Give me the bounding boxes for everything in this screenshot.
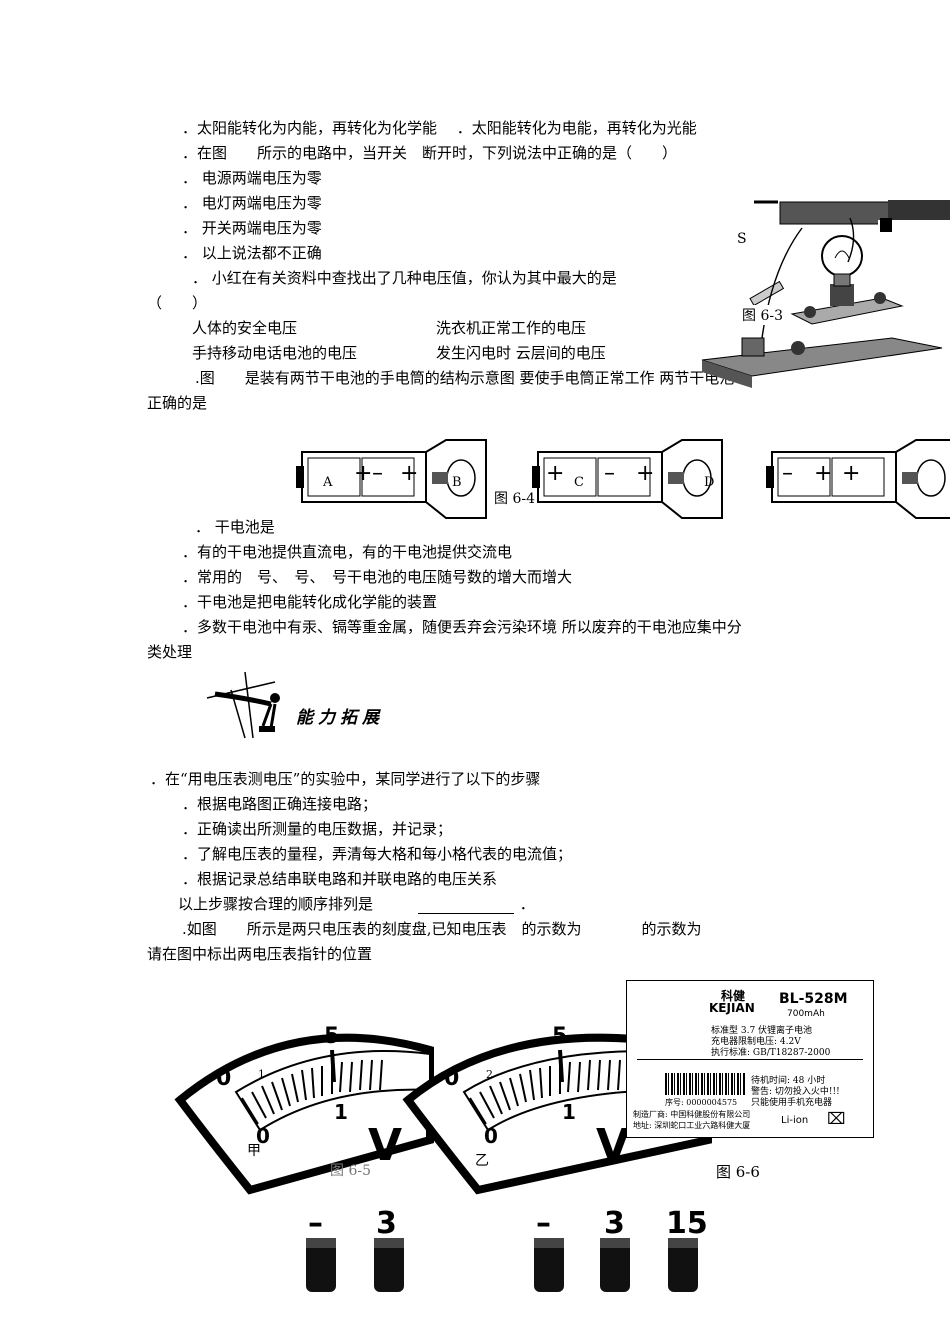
option-line: ．多数干电池中有汞、镉等重金属，随便丢弃会污染环境 所以废弃的干电池应集中分 [182,618,742,636]
question-line: ．在图 所示的电路中，当开关 断开时，下列说法中正确的是（ ） [182,144,678,162]
question-line: ． 小红在有关资料中查找出了几种电压值，你认为其中最大的是 [192,269,617,287]
meter-name-yi: 乙 [475,1153,489,1169]
scale-zero-outer: 0 [444,1066,460,1091]
model: BL-528M [779,991,848,1007]
figure-6-4-caption: 图 6-4 [494,491,535,507]
scale-one: 1 [562,1100,576,1124]
section-heading: 能力拓展 [296,708,384,728]
warning-1: 警告: 切勿投入火中!!! [751,1087,840,1097]
question-line: .图 是装有两节干电池的手电筒的结构示意图 要使手电筒正常工作 两节干电池 [195,369,735,387]
meter-name-jia: 甲 [247,1143,261,1159]
option-line: ． 以上说法都不正确 [182,244,322,262]
svg-text:+: + [636,461,654,486]
terminal-15: 15 [666,1206,708,1241]
battery-type: Li-ion [781,1115,809,1126]
answer-blank[interactable] [417,899,514,914]
step-line: ．正确读出所测量的电压数据，并记录； [182,820,453,838]
option-line: 手持移动电话电池的电压 [192,344,358,362]
recycle-bin-icon: ⌧ [827,1109,846,1128]
svg-text:+: + [842,461,860,486]
figure-6-3-caption: 图 6-3 [742,305,783,325]
option-b-label: B [452,475,462,490]
option-line: ． 电源两端电压为零 [182,169,322,187]
terminal-3: 3 [604,1206,625,1241]
svg-text:+: + [400,461,418,486]
maker-1: 制造厂商: 中国科健股份有限公司 [633,1110,751,1119]
maker-2: 地址: 深圳蛇口工业六路科健大厦 [633,1121,751,1130]
option-line: 人体的安全电压 [192,319,298,337]
svg-text:–: – [372,461,383,486]
spec-line-1: 标准型 3.7 伏锂离子电池 [711,1026,813,1036]
serial-number: 序号: 0000004575 [665,1098,738,1107]
capacity: 700mAh [787,1009,825,1019]
question-line: ． 干电池是 [195,518,275,536]
scale-small-label: 1 [258,1068,265,1081]
option-line: 发生闪电时 云层间的电压 [436,344,606,362]
terminal-negative: – [536,1206,551,1241]
svg-text:–: – [604,461,615,486]
step-line: ．根据电路图正确连接电路； [182,795,378,813]
svg-text:–: – [782,461,793,486]
terminal-negative: – [308,1206,323,1241]
svg-text:+: + [546,461,564,486]
question-line: 以上步骤按合理的顺序排列是 ． [178,894,535,914]
spec-line-3: 执行标准: GB/T18287-2000 [711,1048,831,1058]
spec-line-2: 充电器限制电压: 4.2V [711,1037,801,1047]
option-line: 洗衣机正常工作的电压 [436,319,587,337]
polarity-mark: + [354,461,372,486]
brand-en: KEJIAN [709,1001,755,1015]
option-line: ．有的干电池提供直流电，有的干电池提供交流电 [182,543,513,561]
option-line: ． 开关两端电压为零 [182,219,322,237]
figure-6-6-caption: 图 6-6 [716,1163,760,1181]
step-line: ．根据记录总结串联电路和并联电路的电压关系 [182,870,498,888]
scale-zero-inner: 0 [484,1124,498,1148]
scale-zero-inner: 0 [256,1124,270,1148]
unit-v: V [596,1120,631,1171]
option-c-label: C [574,475,584,490]
period: ． [519,895,535,913]
option-line: ．干电池是把电能转化成化学能的装置 [182,593,438,611]
svg-text:+: + [814,461,832,486]
scale-five: 5 [324,1024,340,1049]
answer-brackets: （ ） [147,294,208,312]
gymnast-icon [205,671,289,742]
question-line: 请在图中标出两电压表指针的位置 [147,945,373,963]
figure-6-4-flashlights: + – + + – + – + + A B C D 图 6-4 [295,438,950,520]
option-d-label: D [704,475,715,490]
switch-label: S [737,231,747,247]
unit-v: V [368,1120,403,1171]
option-a-label: A [323,475,333,490]
scale-zero-outer: 0 [216,1066,232,1091]
terminal-3: 3 [376,1206,397,1241]
order-prompt: 以上步骤按合理的顺序排列是 [178,895,374,913]
warning-2: 只能使用手机充电器 [751,1098,833,1108]
question-line: 正确的是 [147,394,208,412]
option-line: ．太阳能转化为内能，再转化为化学能 ．太阳能转化为电能，再转化为光能 [182,119,697,137]
brand-cn: 科健 [721,989,746,1003]
standby-time: 待机时间: 48 小时 [751,1076,826,1086]
scale-small-label: 2 [486,1068,493,1081]
question-line: .如图 所示是两只电压表的刻度盘,已知电压表 的示数为 的示数为 [182,920,702,938]
option-line: ． 电灯两端电压为零 [182,194,322,212]
step-line: ．了解电压表的量程，弄清每大格和每小格代表的电流值； [182,845,573,863]
option-line: 类处理 [147,643,193,661]
barcode [665,1073,745,1095]
scale-five: 5 [552,1024,568,1049]
figure-6-5-caption: 图 6-5 [330,1163,371,1179]
voltmeter-jia: 0 1 5 1 0 V 甲 – 3 图 6-5 [170,1020,434,1300]
scale-one: 1 [334,1100,348,1124]
battery-label-figure: 科健 KEJIAN BL-528M 700mAh 标准型 3.7 伏锂离子电池 … [626,980,874,1138]
figure-6-3-circuit: S 图 6-3 [692,188,950,388]
option-line: ．常用的 号、 号、 号干电池的电压随号数的增大而增大 [182,568,573,586]
question-line: ．在“用电压表测电压”的实验中，某同学进行了以下的步骤 [150,770,541,788]
